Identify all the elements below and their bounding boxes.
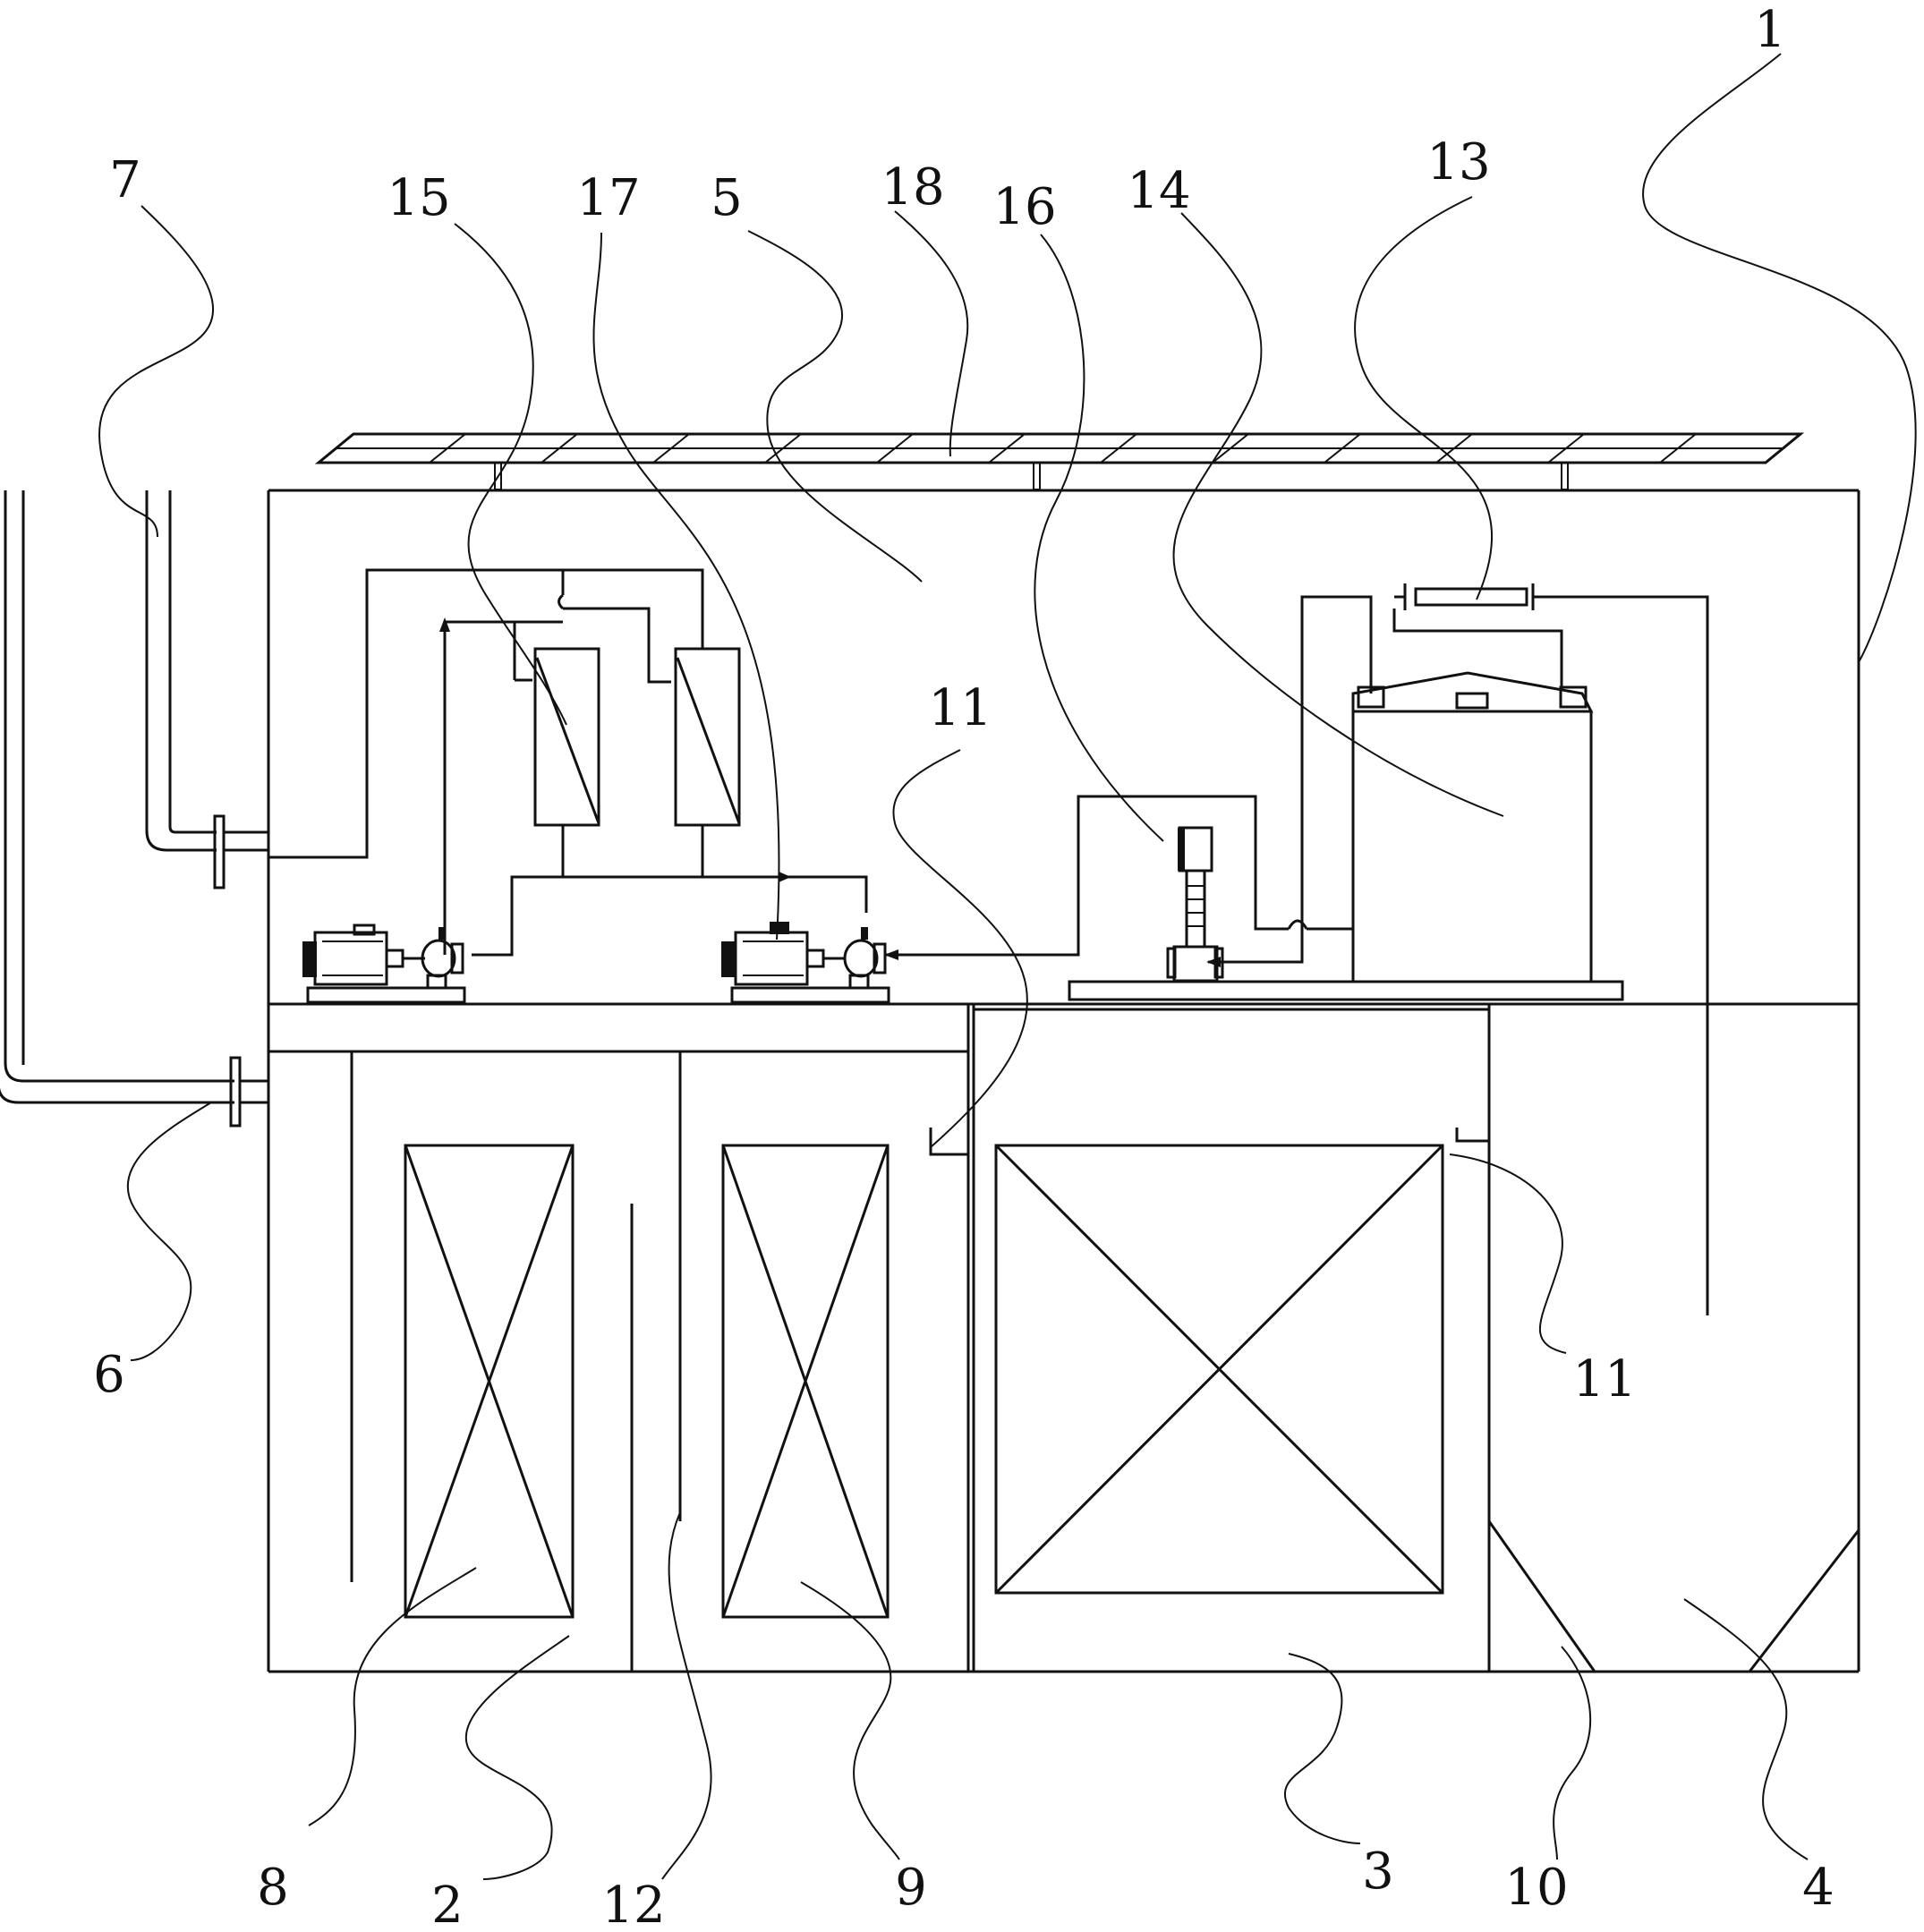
packing-block-8 <box>404 1144 575 1619</box>
label-16: 16 <box>992 178 1056 236</box>
packing-block-3 <box>994 1144 1444 1595</box>
packing-block-9 <box>721 1144 890 1619</box>
label-15: 15 <box>387 169 450 227</box>
label-12: 12 <box>601 1877 665 1932</box>
pump-2 <box>721 922 890 1004</box>
outlet-pipe <box>145 490 270 889</box>
label-5: 5 <box>711 169 743 227</box>
leader-lines <box>98 53 1917 1880</box>
label-4: 4 <box>1802 1859 1835 1917</box>
label-11-lower: 11 <box>1572 1350 1636 1409</box>
label-17: 17 <box>576 169 640 227</box>
solar-panel <box>314 432 1805 490</box>
flow-meter <box>1403 583 1535 610</box>
container-housing <box>267 489 1860 1673</box>
pump-1 <box>302 923 466 1004</box>
label-8: 8 <box>257 1859 289 1917</box>
label-18: 18 <box>881 158 944 217</box>
upper-piping <box>268 568 1709 1315</box>
inlet-pipe <box>0 490 268 1128</box>
label-9: 9 <box>895 1859 927 1917</box>
label-14: 14 <box>1127 162 1190 220</box>
membrane-module-1 <box>533 647 600 827</box>
label-1: 1 <box>1754 1 1786 59</box>
lower-tanks <box>268 1002 1860 1672</box>
label-2: 2 <box>431 1877 464 1932</box>
label-11-upper: 11 <box>928 679 992 737</box>
reference-labels: 1 7 15 17 5 18 16 14 13 11 11 6 8 2 12 9… <box>93 1 1835 1932</box>
label-6: 6 <box>93 1346 125 1404</box>
label-10: 10 <box>1504 1859 1568 1917</box>
dosing-tank <box>1351 671 1594 983</box>
label-13: 13 <box>1426 133 1490 191</box>
label-7: 7 <box>109 151 141 209</box>
vertical-pump <box>1068 826 1624 1001</box>
label-3: 3 <box>1362 1843 1394 1901</box>
membrane-module-2 <box>674 647 741 827</box>
